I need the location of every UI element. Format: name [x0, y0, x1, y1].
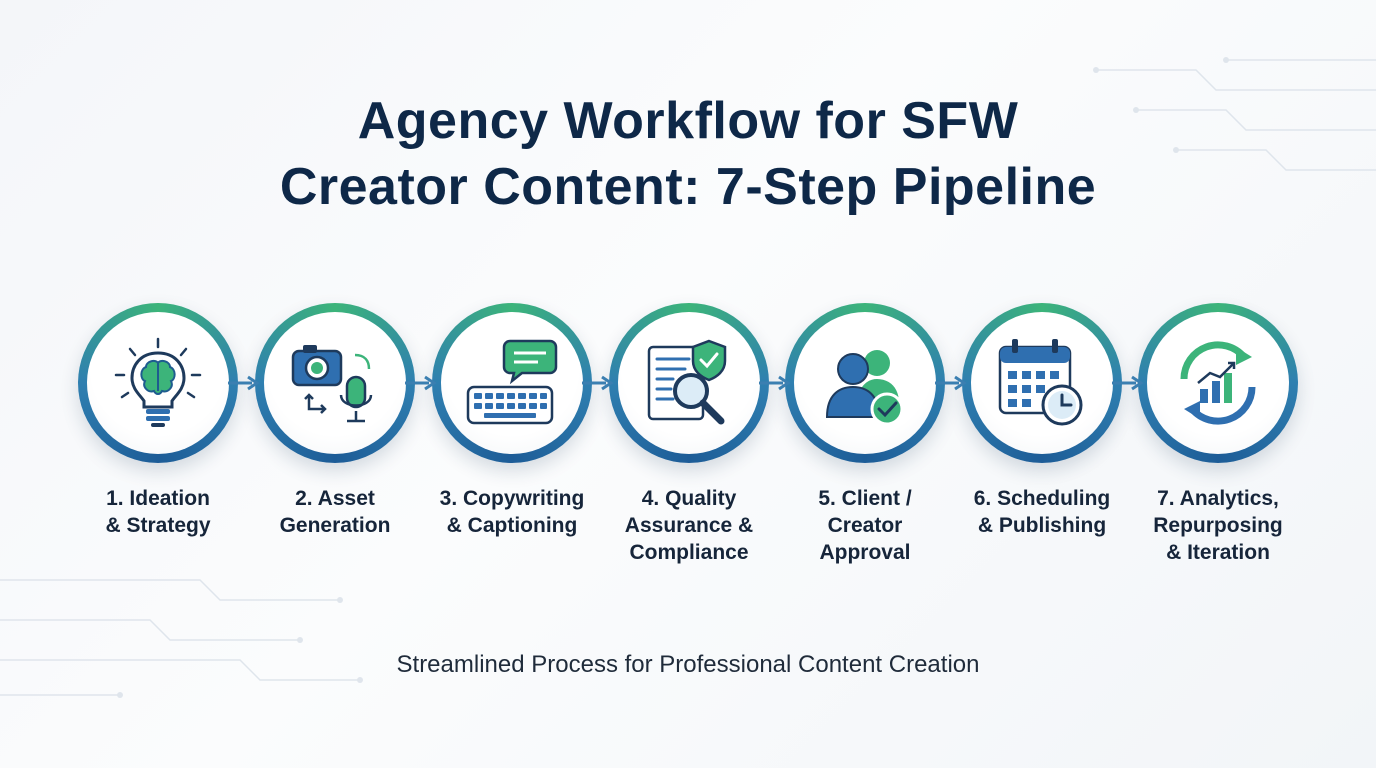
calendar-clock-icon	[998, 339, 1083, 426]
subtitle: Streamlined Process for Professional Con…	[396, 651, 980, 678]
cycle-chart-icon	[1180, 341, 1256, 425]
step-label: 5. Client / Creator Approval	[765, 485, 965, 566]
users-checkmark-icon	[825, 350, 904, 426]
step-label: 2. Asset Generation	[235, 485, 435, 539]
brain-lightbulb-icon	[114, 337, 202, 427]
step-node	[609, 303, 769, 463]
step-label: 7. Analytics, Repurposing & Iteration	[1118, 485, 1318, 566]
step-label-line: 1. Ideation	[106, 487, 210, 510]
step-label-line: Approval	[819, 541, 911, 564]
page-title: Agency Workflow for SFW Creator Content:…	[0, 88, 1376, 220]
step-label-line: 5. Client /	[818, 487, 912, 510]
step-label-line: Creator	[827, 514, 903, 537]
step-node	[785, 303, 945, 463]
step-label-line: & Iteration	[1166, 541, 1270, 564]
circuit-decoration-top-right	[1093, 57, 1376, 171]
arrow-right-icon	[759, 375, 791, 391]
step-node	[1138, 303, 1298, 463]
step-label: 3. Copywriting & Captioning	[412, 485, 612, 539]
step-label-line: Generation	[279, 514, 391, 537]
step-label-line: 7. Analytics,	[1157, 487, 1279, 510]
step-label-line: & Publishing	[977, 514, 1107, 537]
arrow-right-icon	[1112, 375, 1144, 391]
step-node	[255, 303, 415, 463]
step-label-line: & Strategy	[105, 514, 211, 537]
arrow-right-icon	[935, 375, 967, 391]
circuit-decoration-bottom-left	[0, 579, 363, 698]
step-label-line: 3. Copywriting	[439, 487, 585, 510]
step-node	[78, 303, 238, 463]
document-magnifier-shield-icon	[647, 339, 727, 425]
step-node	[962, 303, 1122, 463]
title-line-2: Creator Content: 7-Step Pipeline	[279, 158, 1097, 216]
step-label-line: 6. Scheduling	[973, 487, 1111, 510]
step-label-line: Repurposing	[1153, 514, 1283, 537]
step-label: 4. Quality Assurance & Compliance	[589, 485, 789, 566]
step-node	[432, 303, 592, 463]
keyboard-chat-icon	[466, 339, 558, 425]
arrow-right-icon	[405, 375, 437, 391]
step-label-line: & Captioning	[446, 514, 578, 537]
arrow-right-icon	[582, 375, 614, 391]
camera-microphone-icon	[291, 345, 373, 423]
step-label: 1. Ideation & Strategy	[58, 485, 258, 539]
step-label-line: 2. Asset	[295, 487, 375, 510]
arrow-right-icon	[228, 375, 260, 391]
step-label-line: Assurance &	[624, 514, 754, 537]
step-label-line: Compliance	[629, 541, 749, 564]
title-line-1: Agency Workflow for SFW	[357, 92, 1019, 150]
step-label: 6. Scheduling & Publishing	[942, 485, 1142, 539]
step-label-line: 4. Quality	[641, 487, 737, 510]
